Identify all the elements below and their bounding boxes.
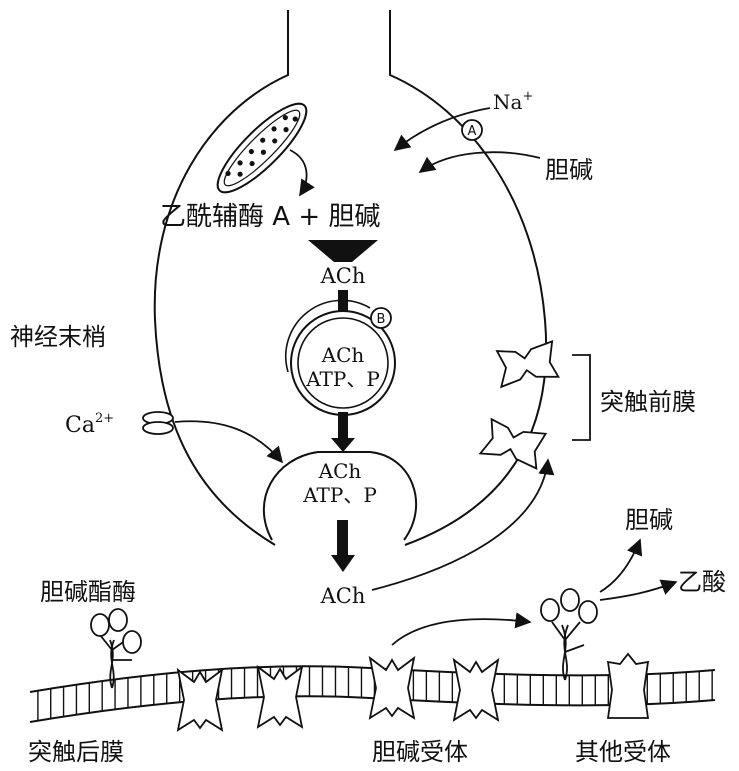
choline-receptor-2 xyxy=(454,660,498,720)
calcium-channel-icon xyxy=(143,412,173,434)
marker-a-label: A xyxy=(468,124,477,139)
mitochondrion-icon xyxy=(207,93,317,203)
terminal-left-wall xyxy=(155,10,288,545)
choline-top-label: 胆碱 xyxy=(545,156,593,184)
ach-1-label: ACh xyxy=(320,264,366,288)
mito-arrow xyxy=(290,150,307,195)
presynaptic-membrane-label: 突触前膜 xyxy=(600,388,696,416)
to-choline-arrow xyxy=(600,540,640,592)
calcium-influx-arrow xyxy=(175,421,282,462)
ach-to-enzyme-arrow xyxy=(392,619,530,645)
presynaptic-receptor-1 xyxy=(495,341,558,387)
vesicle-down-arrow xyxy=(331,412,355,452)
vesicle-atp-label: ATP、P xyxy=(305,367,380,391)
fusion-ach-label: ACh xyxy=(318,459,362,483)
presynaptic-bracket xyxy=(572,355,590,440)
acetic-acid-label: 乙酸 xyxy=(678,568,726,596)
choline-uptake-arrow xyxy=(420,152,540,172)
presynaptic-receptor-2 xyxy=(480,419,545,469)
svg-text:B: B xyxy=(377,312,386,327)
choline-right-label: 胆碱 xyxy=(625,506,673,534)
vesicle-marker-b: B xyxy=(371,308,391,328)
choline-receptor-1 xyxy=(370,658,414,718)
other-receptor xyxy=(608,654,648,718)
presynaptic-feedback-arrow xyxy=(372,460,548,590)
postsynaptic-receptor-1 xyxy=(178,670,222,730)
postsynaptic-membrane-label: 突触后膜 xyxy=(28,738,124,766)
acetyl-coa-label: 乙酰辅酶 A + 胆碱 xyxy=(160,202,380,232)
cholinesterase-label: 胆碱酯酶 xyxy=(40,578,136,606)
vesicle-ach-label: ACh xyxy=(321,343,365,367)
cholinesterase-enzyme-right xyxy=(541,589,597,680)
postsynaptic-receptor-2 xyxy=(258,667,302,727)
fusion-atp-label: ATP、P xyxy=(302,483,377,507)
nerve-terminal-label: 神经末梢 xyxy=(10,323,106,351)
na-transporter-a: A xyxy=(462,120,482,140)
other-receptor-label: 其他受体 xyxy=(575,738,671,766)
choline-receptor-label: 胆碱受体 xyxy=(372,738,468,766)
release-arrow xyxy=(331,520,355,572)
ach-cleft-label: ACh xyxy=(320,584,366,608)
ca-label: Ca2+ xyxy=(65,411,114,438)
synthesis-arrow xyxy=(308,240,378,262)
na-label: Na+ xyxy=(493,89,533,114)
